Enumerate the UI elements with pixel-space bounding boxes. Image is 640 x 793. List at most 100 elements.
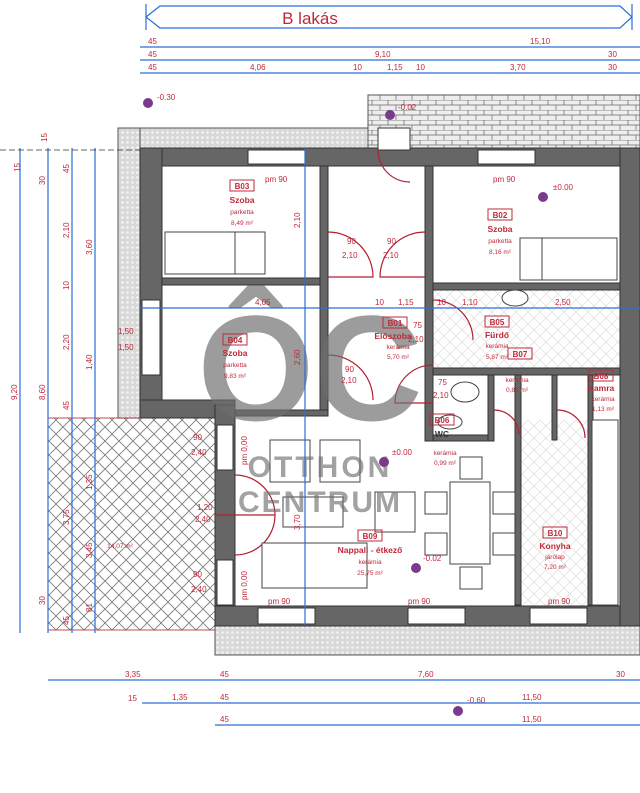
dim-label: 45 <box>148 50 157 59</box>
room-code: B02 <box>493 211 508 220</box>
room-name: Szoba <box>222 348 247 358</box>
window-label: pm 0,00 <box>240 436 249 465</box>
dim-label: 30 <box>616 670 625 679</box>
room-floor: kerámia <box>505 377 529 384</box>
dim-label: 81 <box>85 603 94 612</box>
door-height: 2,40 <box>191 448 207 457</box>
dim-label: 3,75 <box>62 509 71 525</box>
window-label: pm 90 <box>268 597 291 606</box>
plinth-top <box>117 127 369 149</box>
window-label: pm 90 <box>408 597 431 606</box>
dim-label: 1,35 <box>85 474 94 490</box>
dim-label: 10 <box>416 63 425 72</box>
dim-label: 45 <box>62 616 71 625</box>
dim-label: 45 <box>62 164 71 173</box>
room-name: Szoba <box>229 195 254 205</box>
room-code: B09 <box>363 532 378 541</box>
dim-label: 1,35 <box>172 693 188 702</box>
room-area: 7,20 m² <box>544 564 567 571</box>
level-marker-icon <box>143 98 153 108</box>
windows <box>141 127 588 625</box>
room-floor: járólap <box>544 554 565 561</box>
dim-label: 10 <box>437 298 446 307</box>
dim-label: 4,05 <box>255 298 271 307</box>
door-width: 90 <box>347 237 356 246</box>
door-height: 2,10 <box>342 251 358 260</box>
room-b10: B10 Konyha járólap 7,20 m² <box>539 526 571 571</box>
watermark-line1: OTTHON <box>248 451 393 484</box>
level-label: ±0.00 <box>553 183 574 192</box>
watermark-line2: CENTRUM <box>238 486 402 519</box>
room-area: 5,87 m² <box>486 354 509 361</box>
terrace <box>47 417 216 631</box>
dim-label: 1,15 <box>398 298 414 307</box>
room-area: 8,16 m² <box>489 249 512 256</box>
room-b04: B04 Szoba parketta 9,83 m² <box>222 333 248 380</box>
dim-label: 4,06 <box>250 63 266 72</box>
dim-label: 15 <box>13 163 22 172</box>
room-code: B08 <box>594 372 609 381</box>
level-label: -0.30 <box>157 93 176 102</box>
window-label: pm 90 <box>548 597 571 606</box>
door-width: 1,20 <box>197 503 213 512</box>
door-height: 2,10 <box>341 376 357 385</box>
dim-label: 2,50 <box>555 298 571 307</box>
room-b07: B07 kerámia 0,83 m² <box>505 347 533 394</box>
room-code: B01 <box>388 319 403 328</box>
dim-label: 2,10 <box>293 212 302 228</box>
dim-label: 9,10 <box>375 50 391 59</box>
window-label: pm 0,00 <box>240 571 249 600</box>
dim-label: 30 <box>608 63 617 72</box>
room-area: 8,49 m² <box>231 220 254 227</box>
room-code: B10 <box>548 529 563 538</box>
dim-label: 15 <box>128 694 137 703</box>
furniture <box>164 231 619 606</box>
opening-labels: pm 90 pm 90 pm 90 pm 90 pm 90 90 2,10 90… <box>118 175 571 606</box>
dim-label: 30 <box>608 50 617 59</box>
kitchen-floor <box>520 420 590 610</box>
room-name: Nappali - étkező <box>338 545 403 555</box>
room-area: 0,83 m² <box>506 387 529 394</box>
room-name: Konyha <box>539 541 570 551</box>
room-floor: kerámia <box>433 450 457 457</box>
dim-label: 8,60 <box>38 384 47 400</box>
dim-label: 30 <box>38 596 47 605</box>
level-label: -0.60 <box>467 696 486 705</box>
window-label: pm 90 <box>493 175 516 184</box>
room-code: B06 <box>435 416 450 425</box>
room-code: B04 <box>228 336 243 345</box>
room-area: 5,70 m² <box>387 354 410 361</box>
door-width: 90 <box>345 365 354 374</box>
door-width: 90 <box>193 433 202 442</box>
room-floor: kerámia <box>358 559 382 566</box>
apartment-title-banner: B lakás <box>145 4 633 30</box>
dim-label: 3,70 <box>293 514 302 530</box>
watermark-logo: ÔC <box>198 284 423 452</box>
room-name: Fürdő <box>485 330 509 340</box>
bathroom-floor <box>432 290 622 368</box>
door-height: 2,40 <box>195 515 211 524</box>
dim-label: 3,60 <box>85 239 94 255</box>
dim-label: 45 <box>220 670 229 679</box>
dim-label: 1,40 <box>85 354 94 370</box>
door-width: 75 <box>413 321 422 330</box>
room-b01: B01 Előszoba kerámia 5,70 m² <box>374 316 412 361</box>
room-floor: parketta <box>488 238 512 245</box>
door-height: 2,40 <box>191 585 207 594</box>
dim-label: 1,15 <box>387 63 403 72</box>
room-b08: B08 Kamra kerámia 1,13 m² <box>588 369 615 413</box>
room-name: Kamra <box>588 383 615 393</box>
window-label: pm 90 <box>265 175 288 184</box>
dim-label: 45 <box>62 401 71 410</box>
dim-label: 15 <box>40 133 49 142</box>
plinth-left <box>117 127 141 419</box>
room-name: WC <box>435 429 449 439</box>
room-floor: kerámia <box>386 344 410 351</box>
dim-label: 11,50 <box>522 715 542 724</box>
room-floor: kerámia <box>591 396 615 403</box>
dim-label: 3,45 <box>85 542 94 558</box>
level-marker-icon <box>538 192 548 202</box>
room-b03: B03 Szoba parketta 8,49 m² <box>229 179 255 227</box>
room-b02: B02 Szoba parketta 8,16 m² <box>487 208 513 256</box>
porch-paving <box>367 94 640 151</box>
